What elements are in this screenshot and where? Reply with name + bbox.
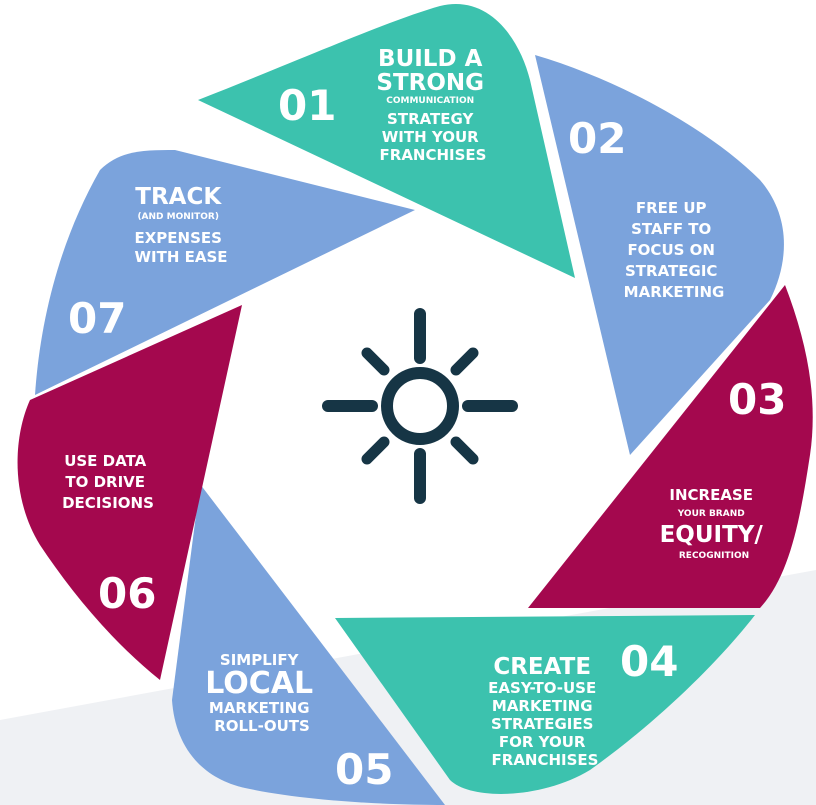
segment-07-label: TRACK (AND MONITOR) EXPENSES WITH EASE xyxy=(134,184,227,266)
sunburst-icon xyxy=(322,308,518,504)
segment-07-number: 07 xyxy=(68,294,126,343)
segment-06-number: 06 xyxy=(98,569,156,618)
segment-01-shape xyxy=(198,4,575,279)
segment-03: 03 INCREASE YOUR BRAND EQUITY/ RECOGNITI… xyxy=(528,285,813,608)
segment-05-number: 05 xyxy=(335,745,393,794)
segment-04-label: CREATE EASY-TO-USE MARKETING STRATEGIES … xyxy=(488,654,602,769)
segment-07: 07 TRACK (AND MONITOR) EXPENSES WITH EAS… xyxy=(35,150,415,395)
segment-03-label: INCREASE YOUR BRAND EQUITY/ RECOGNITION xyxy=(660,485,769,561)
segment-06-shape xyxy=(17,305,243,680)
segment-02-number: 02 xyxy=(568,114,626,163)
segment-02-shape xyxy=(535,55,784,455)
segment-01: 01 BUILD A STRONG COMMUNICATION STRATEGY… xyxy=(198,4,575,279)
segment-06: 06 USE DATA TO DRIVE DECISIONS xyxy=(17,305,243,680)
segment-03-shape xyxy=(528,285,813,608)
segment-02-label: FREE UP STAFF TO FOCUS ON STRATEGIC MARK… xyxy=(624,198,725,301)
segment-05-shape xyxy=(172,484,445,805)
segment-02: 02 FREE UP STAFF TO FOCUS ON STRATEGIC M… xyxy=(535,55,784,455)
segment-03-number: 03 xyxy=(728,375,786,424)
segment-04-shape xyxy=(335,615,755,794)
segment-05-label: SIMPLIFY LOCAL MARKETING ROLL-OUTS xyxy=(205,650,318,735)
segment-01-number: 01 xyxy=(278,81,336,130)
segment-04-number: 04 xyxy=(620,637,678,686)
segment-07-shape xyxy=(35,150,415,395)
segment-06-label: USE DATA TO DRIVE DECISIONS xyxy=(62,451,154,512)
segment-04: 04 CREATE EASY-TO-USE MARKETING STRATEGI… xyxy=(335,615,755,794)
segment-01-label: BUILD A STRONG COMMUNICATION STRATEGY WI… xyxy=(376,46,489,164)
segment-05: 05 SIMPLIFY LOCAL MARKETING ROLL-OUTS xyxy=(172,484,445,805)
